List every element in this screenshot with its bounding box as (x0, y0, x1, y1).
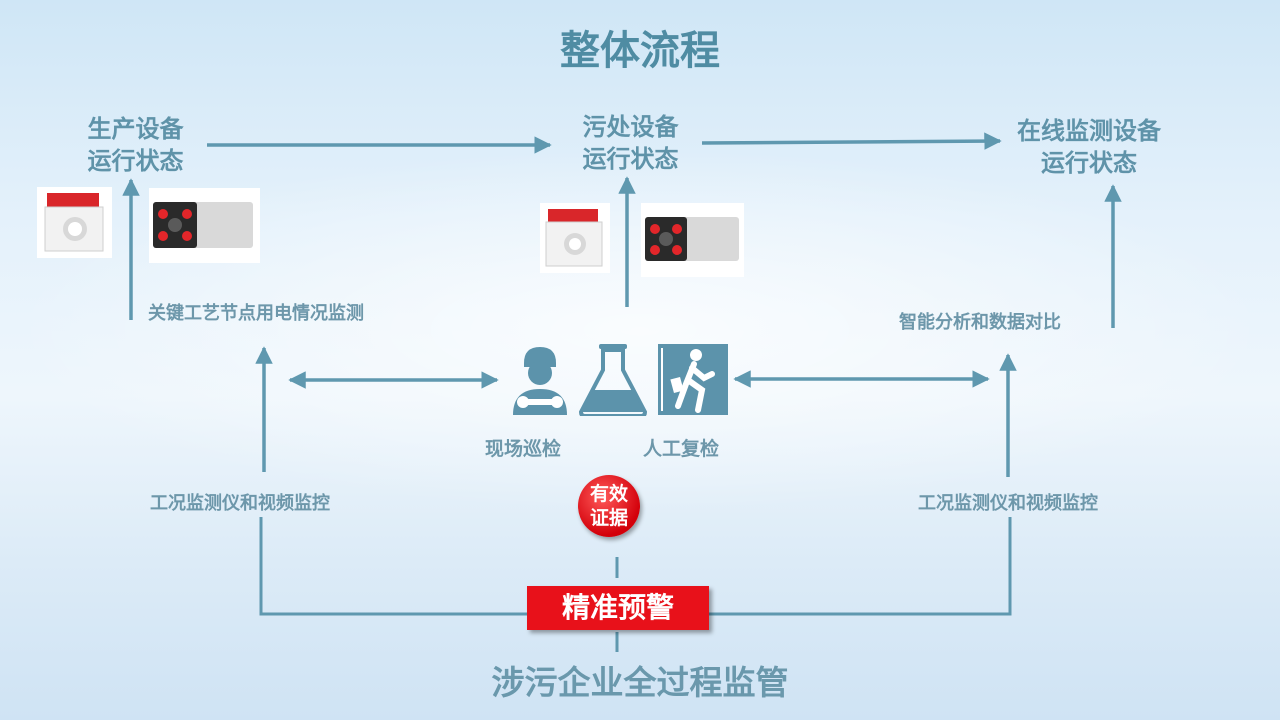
worker-icon (509, 343, 571, 419)
badge-line1: 有效 (589, 483, 628, 505)
flask-icon (578, 344, 648, 420)
node-production-status: 生产设备 运行状态 (68, 113, 203, 177)
arrow-treatment-to-online (701, 132, 1002, 150)
label-power-monitoring: 关键工艺节点用电情况监测 (148, 303, 364, 324)
line-left-bottom (259, 517, 527, 616)
line-right-bottom (709, 517, 1012, 616)
badge-line2: 证据 (589, 507, 628, 529)
node-online-status: 在线监测设备 运行状态 (998, 115, 1180, 179)
surveillance-camera-icon (641, 203, 744, 277)
node-production-line1: 生产设备 (87, 115, 184, 143)
node-online-line2: 运行状态 (1041, 149, 1137, 177)
current-transformer-icon (37, 187, 112, 258)
node-treatment-status: 污处设备 运行状态 (563, 111, 698, 175)
node-treatment-line2: 运行状态 (582, 145, 679, 173)
label-site-inspection: 现场巡检 (485, 438, 562, 460)
label-analysis: 智能分析和数据对比 (899, 312, 1061, 333)
label-right-monitor: 工况监测仪和视频监控 (918, 493, 1098, 514)
precise-warning-box: 精准预警 (527, 586, 709, 630)
node-treatment-line1: 污处设备 (582, 113, 679, 141)
evidence-badge: 有效 证据 (578, 475, 640, 537)
page-title: 整体流程 (560, 28, 720, 74)
node-production-line2: 运行状态 (87, 147, 184, 175)
footer-title: 涉污企业全过程监管 (491, 663, 789, 702)
current-transformer-icon (540, 203, 610, 273)
walking-person-icon (658, 344, 728, 415)
surveillance-camera-icon (149, 188, 260, 263)
label-left-monitor: 工况监测仪和视频监控 (150, 493, 330, 514)
node-online-line1: 在线监测设备 (1017, 117, 1161, 145)
label-manual-recheck: 人工复检 (643, 438, 720, 460)
